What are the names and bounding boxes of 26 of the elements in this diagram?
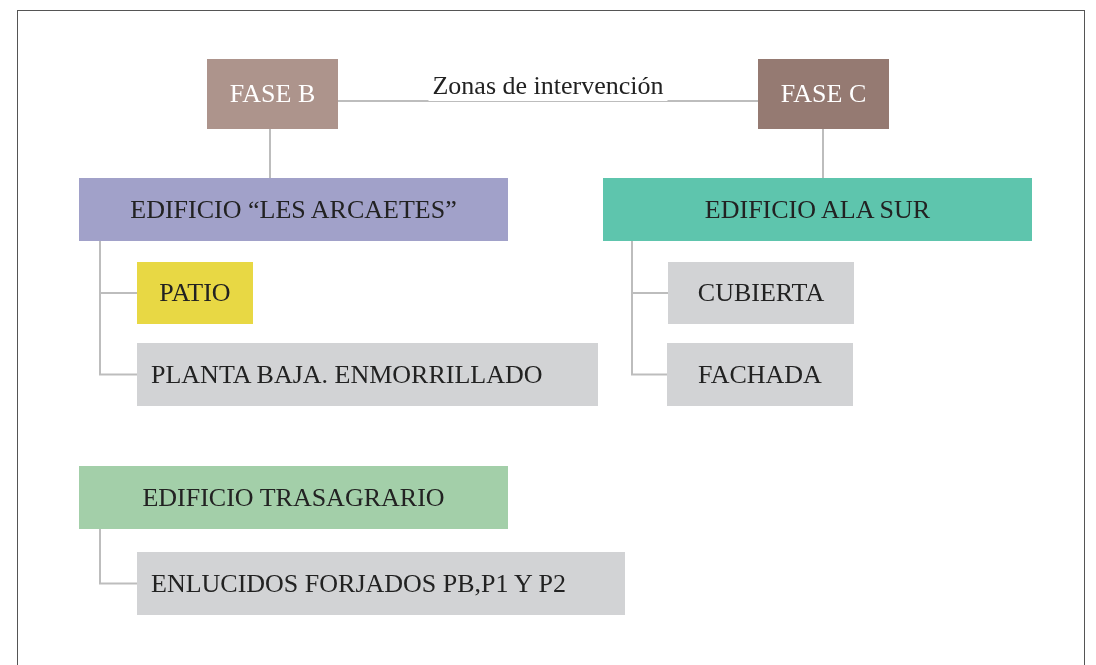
box-label: FASE B	[229, 79, 316, 109]
zone-box	[79, 178, 508, 241]
zone-box	[667, 343, 853, 406]
connector-line	[631, 240, 668, 376]
box-label: PATIO	[159, 278, 231, 308]
box-label: FASE C	[780, 79, 867, 109]
zone-box	[668, 262, 854, 324]
box-label: PLANTA BAJA. ENMORRILLADO	[151, 359, 543, 390]
box-label: CUBIERTA	[697, 278, 825, 308]
phase-box	[758, 59, 889, 129]
zone-box	[137, 343, 598, 406]
zone-box	[137, 552, 625, 615]
zone-box	[137, 262, 253, 324]
zone-box	[603, 178, 1032, 241]
connector-line	[337, 100, 759, 102]
box-label: EDIFICIO ALA SUR	[704, 194, 931, 225]
connector-line	[822, 128, 824, 179]
connector-line	[99, 528, 138, 585]
connector-line	[99, 240, 138, 376]
connector-line	[269, 128, 271, 179]
box-label: FACHADA	[698, 359, 822, 390]
zone-box	[79, 466, 508, 529]
box-label: ENLUCIDOS FORJADOS PB,P1 Y P2	[151, 568, 566, 599]
box-label: EDIFICIO “LES ARCAETES”	[130, 194, 457, 225]
box-label: EDIFICIO TRASAGRARIO	[142, 482, 445, 513]
phase-box	[207, 59, 338, 129]
